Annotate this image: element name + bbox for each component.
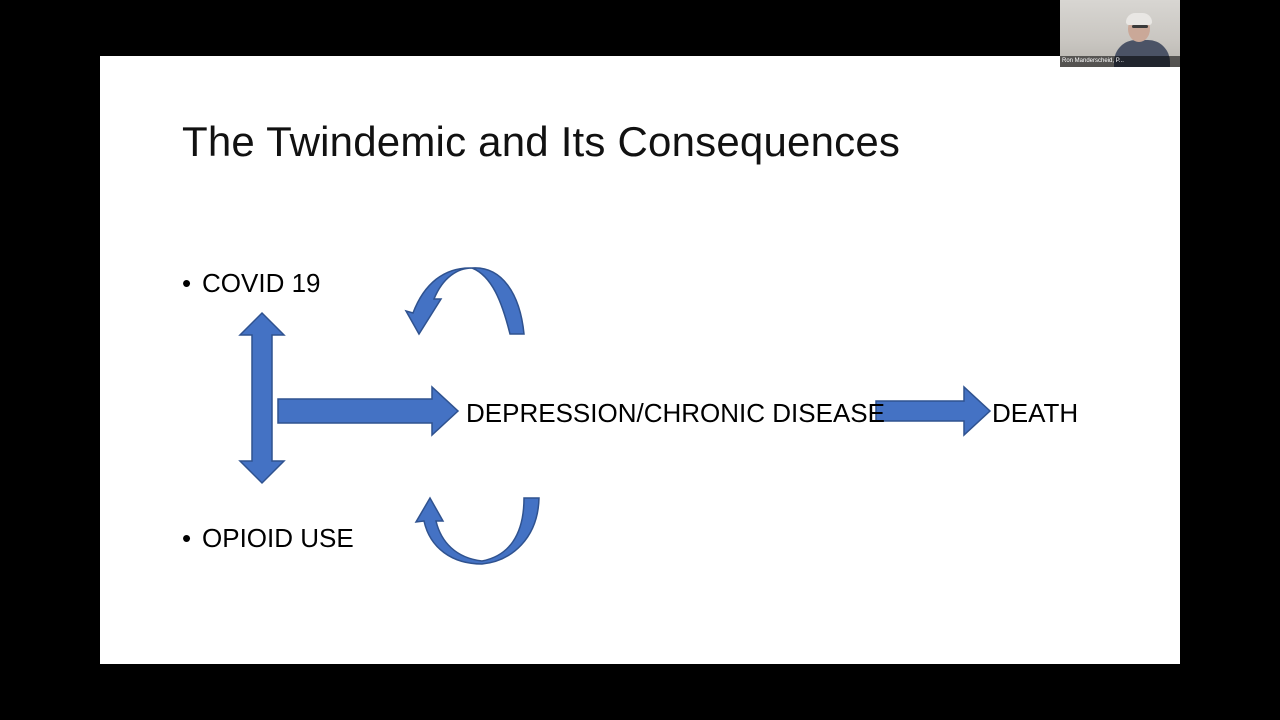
bullet-opioid: • OPIOID USE [182, 523, 354, 554]
bullet-opioid-text: OPIOID USE [202, 523, 354, 553]
slide-title: The Twindemic and Its Consequences [182, 118, 901, 165]
participant-hair [1126, 13, 1152, 25]
circular-arrow-bottom [414, 496, 540, 565]
vertical-double-arrow [238, 311, 286, 485]
bullet-dot: • [182, 523, 192, 553]
right-arrow-to-death [875, 385, 992, 437]
participant-name: Ron Manderscheid, P... [1060, 56, 1180, 67]
bullet-covid-text: COVID 19 [202, 268, 321, 298]
bullet-covid: • COVID 19 [182, 268, 321, 299]
circular-arrow-top [404, 267, 525, 336]
participant-glasses [1132, 25, 1148, 28]
flow-diagram [238, 267, 992, 565]
bullet-dot: • [182, 268, 192, 298]
label-depression: DEPRESSION/CHRONIC DISEASE [466, 398, 885, 428]
participant-video-tile[interactable]: Ron Manderscheid, P... [1060, 0, 1180, 67]
presentation-slide: The Twindemic and Its Consequences • COVI… [100, 56, 1180, 664]
label-death: DEATH [992, 398, 1079, 428]
right-arrow-to-depression [277, 385, 460, 437]
